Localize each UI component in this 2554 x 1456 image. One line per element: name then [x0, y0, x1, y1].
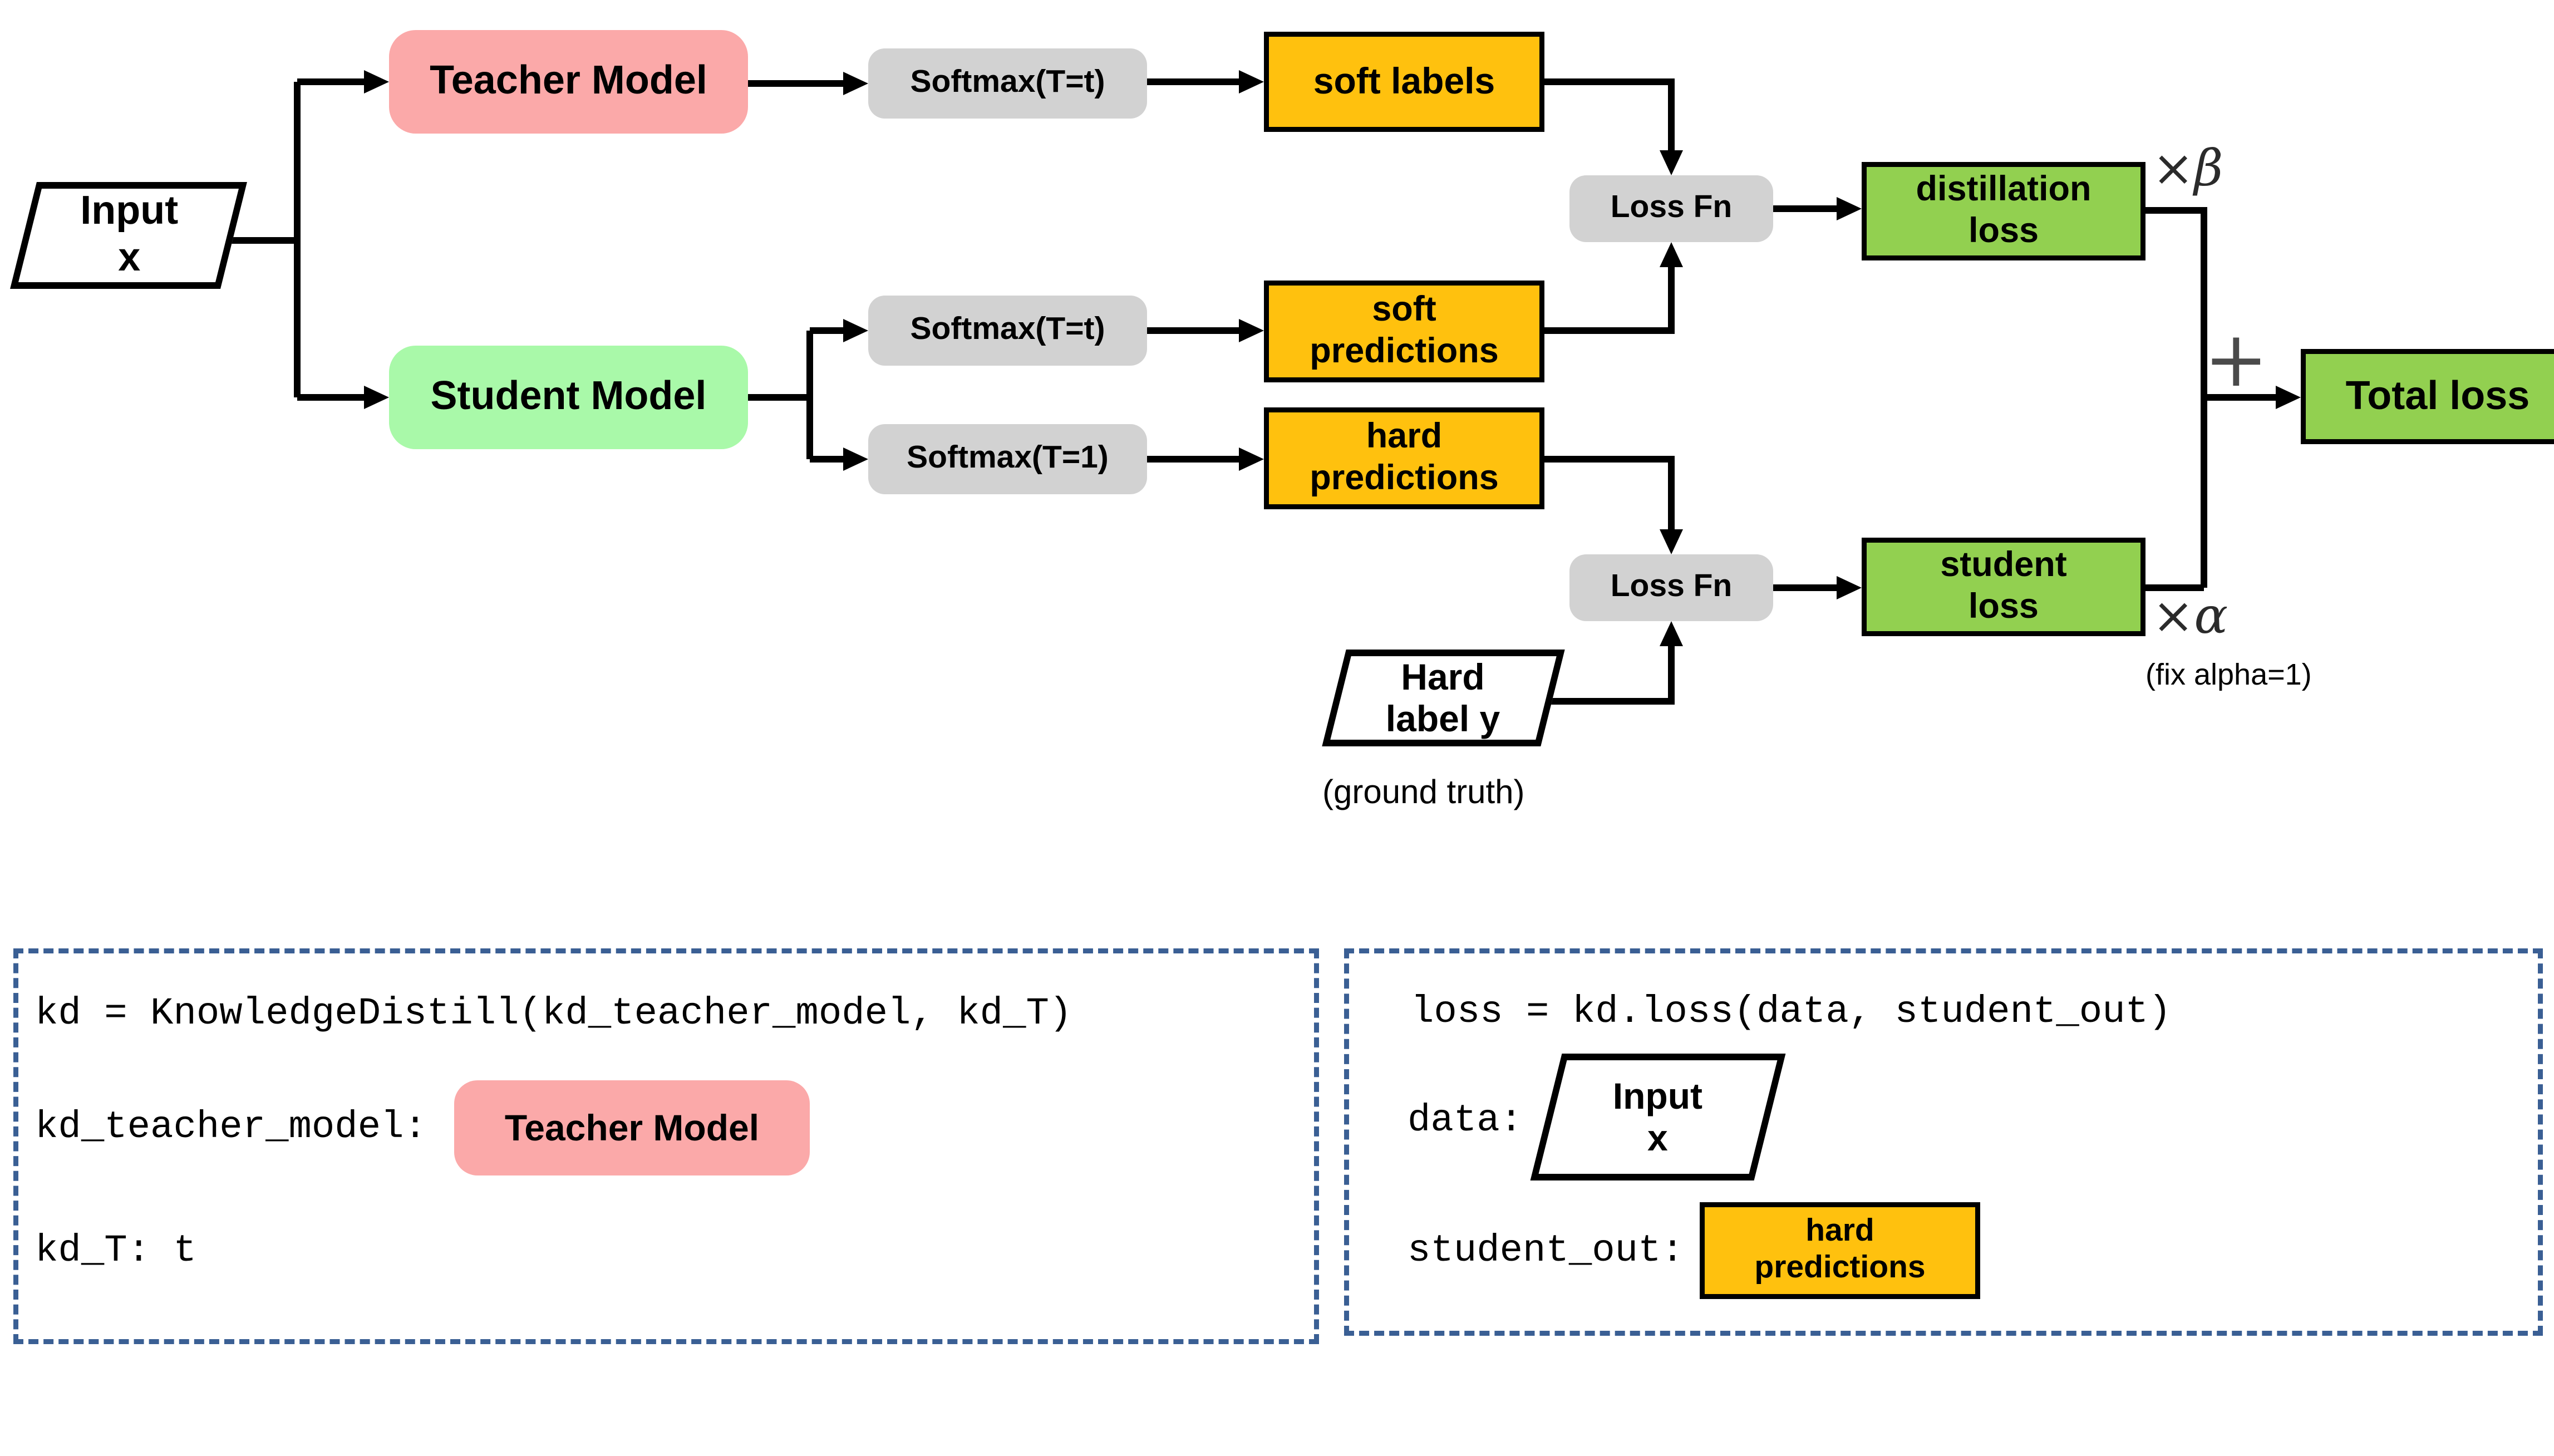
code-label-data: data: — [1408, 1099, 1523, 1142]
arrowhead-to-softmax-teacher — [843, 72, 868, 95]
node-loss-fn-student: Loss Fn — [1569, 554, 1773, 621]
node-distillation-loss: distillation loss — [1862, 162, 2145, 260]
plus-sign: + — [2204, 314, 2268, 404]
arrowhead-to-total-loss — [2276, 386, 2301, 409]
node-hard-label-y: Hard label y — [1322, 650, 1565, 746]
code-panel-kd-loss: loss = kd.loss(data, student_out) data: … — [1344, 948, 2543, 1336]
node-softmax-student-soft: Softmax(T=t) — [868, 296, 1147, 366]
mini-node-input-x-label: Input x — [1613, 1075, 1703, 1159]
node-loss-fn-distillation: Loss Fn — [1569, 175, 1773, 242]
arrowhead-to-lossfn1-top — [1660, 150, 1683, 175]
ground-truth-note: (ground truth) — [1322, 775, 1525, 811]
arrowhead-to-soft-labels — [1239, 70, 1264, 94]
arrowhead-to-lossfn1-bottom — [1660, 242, 1683, 267]
code-line-kd-t: kd_T: t — [35, 1229, 196, 1272]
arrowhead-to-softmax-hard — [843, 447, 868, 471]
arrowhead-to-teacher — [364, 70, 389, 94]
node-student-model: Student Model — [389, 346, 748, 449]
fix-alpha-note: (fix alpha=1) — [2145, 658, 2312, 691]
node-teacher-model: Teacher Model — [389, 30, 748, 134]
node-softmax-student-hard: Softmax(T=1) — [868, 424, 1147, 494]
code-line-loss-call: loss = kd.loss(data, student_out) — [1411, 990, 2172, 1034]
arrowhead-to-student — [364, 386, 389, 409]
times-alpha-label: ×α — [2152, 588, 2228, 646]
node-softmax-teacher: Softmax(T=t) — [868, 48, 1147, 119]
mini-node-hard-predictions: hard predictions — [1700, 1202, 1980, 1299]
mini-node-input-x: Input x — [1530, 1054, 1786, 1180]
node-soft-predictions: soft predictions — [1264, 281, 1544, 382]
node-hard-label-y-label: Hard label y — [1386, 656, 1501, 740]
arrowhead-to-distillation-loss — [1837, 197, 1862, 220]
arrowhead-to-lossfn2-bottom — [1660, 621, 1683, 646]
arrowhead-to-student-loss — [1837, 576, 1862, 599]
node-hard-predictions: hard predictions — [1264, 407, 1544, 509]
node-soft-labels: soft labels — [1264, 32, 1544, 132]
node-student-loss: student loss — [1862, 538, 2145, 636]
mini-node-teacher-model: Teacher Model — [454, 1080, 810, 1175]
code-line-kd-init: kd = KnowledgeDistill(kd_teacher_model, … — [35, 992, 1072, 1035]
node-input-x-label: Input x — [80, 189, 178, 281]
code-label-kd-teacher-model: kd_teacher_model: — [35, 1105, 427, 1149]
code-label-student-out: student_out: — [1408, 1229, 1684, 1272]
node-input-x: Input x — [10, 182, 247, 289]
arrowhead-to-soft-predictions — [1239, 319, 1264, 342]
arrowhead-to-hard-predictions — [1239, 447, 1264, 471]
node-total-loss: Total loss — [2301, 349, 2554, 444]
times-beta-label: ×β — [2152, 140, 2223, 199]
arrowhead-to-lossfn2-top — [1660, 529, 1683, 554]
code-panel-kd-init: kd = KnowledgeDistill(kd_teacher_model, … — [13, 948, 1319, 1344]
connector-distillation-down — [2145, 207, 2207, 588]
arrowhead-to-softmax-soft — [843, 319, 868, 342]
